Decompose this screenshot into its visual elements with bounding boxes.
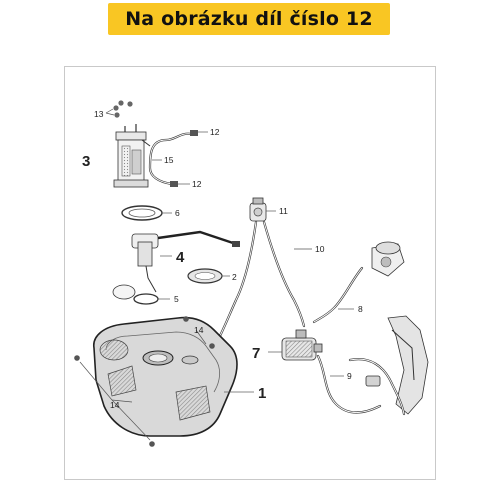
callout-14-left: 14 — [110, 400, 120, 410]
pump-flange — [115, 131, 147, 141]
bolt — [183, 316, 189, 322]
screw-set — [105, 100, 133, 118]
filler-pipe-assembly — [348, 315, 429, 416]
callout-4: 4 — [176, 249, 185, 266]
callout-10: 10 — [315, 244, 325, 254]
callout-9: 9 — [347, 371, 352, 381]
callout-2: 2 — [232, 272, 237, 282]
locking-ring — [121, 205, 172, 221]
callout-3: 3 — [82, 153, 90, 170]
callout-7: 7 — [252, 345, 260, 362]
callout-14-top: 14 — [194, 325, 204, 335]
pump-motor — [131, 149, 142, 175]
quick-connector-icon — [190, 130, 198, 136]
bolt — [74, 355, 80, 361]
part-number-banner: Na obrázku díl číslo 12 — [108, 3, 390, 35]
screw — [113, 105, 119, 111]
carbon-canister — [268, 329, 323, 361]
screw — [114, 112, 120, 118]
callout-6: 6 — [175, 208, 180, 218]
bolt — [209, 343, 215, 349]
hose-9 — [316, 354, 382, 414]
callout-8: 8 — [358, 304, 363, 314]
callout-5: 5 — [174, 294, 179, 304]
pump-base — [113, 179, 149, 188]
screw — [127, 101, 133, 107]
callout-1: 1 — [258, 385, 266, 402]
callout-12-bottom: 12 — [192, 179, 202, 189]
bolt — [149, 441, 155, 447]
seal-ring — [133, 293, 170, 305]
filler-neck-head — [371, 241, 405, 277]
quick-connector-icon — [170, 181, 178, 187]
callout-13: 13 — [94, 109, 104, 119]
vent-hose-10 — [216, 220, 312, 342]
fuel-tank — [93, 316, 254, 437]
gasket — [187, 268, 230, 284]
diagram-frame — [64, 66, 436, 480]
fuel-pump-module — [113, 124, 151, 188]
callout-15: 15 — [164, 155, 174, 165]
banner-text: Na obrázku díl číslo 12 — [125, 8, 373, 30]
screw — [118, 100, 124, 106]
callout-12-top: 12 — [210, 127, 220, 137]
tank-bolts — [74, 316, 215, 447]
callout-11: 11 — [279, 206, 288, 216]
hose-assembly-15 — [148, 130, 208, 187]
callout-labels: 1 2 3 4 5 6 7 8 9 10 11 12 12 13 14 14 1… — [82, 109, 363, 410]
filler-valve — [249, 197, 276, 222]
level-sender — [112, 230, 240, 300]
hose-8 — [312, 266, 364, 324]
pump-filter — [121, 145, 131, 177]
